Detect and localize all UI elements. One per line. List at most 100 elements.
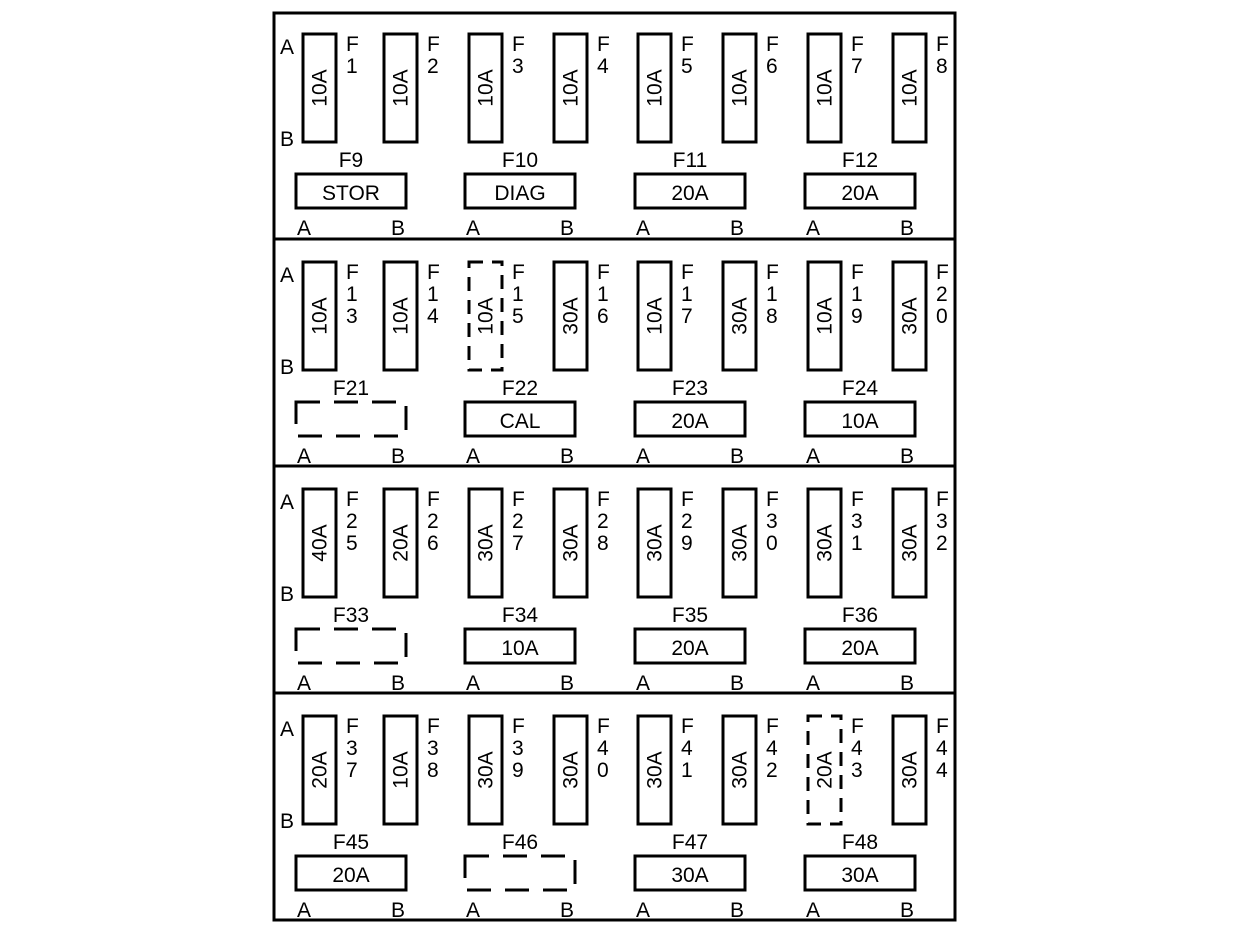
terminal-a-label: A bbox=[466, 672, 480, 695]
terminal-b-label: B bbox=[730, 899, 744, 922]
fuse-body bbox=[721, 32, 758, 144]
fuse-body bbox=[467, 487, 504, 599]
terminal-b-label: B bbox=[391, 217, 405, 240]
fuse-body bbox=[803, 172, 917, 210]
terminal-a-label: A bbox=[466, 899, 480, 922]
fuse-rating: 20A bbox=[390, 524, 413, 561]
fuse-label: F12 bbox=[842, 149, 878, 172]
fuse-rating: STOR bbox=[322, 182, 380, 205]
fuse-rating: 30A bbox=[729, 297, 752, 334]
fuse-rating: 30A bbox=[644, 751, 667, 788]
terminal-a-label: A bbox=[297, 217, 311, 240]
fuse-rating: 40A bbox=[309, 524, 332, 561]
fuse-rating: 10A bbox=[644, 297, 667, 334]
fuse-label: F34 bbox=[502, 604, 539, 627]
fuse-body bbox=[552, 32, 589, 144]
fuse-rating: 30A bbox=[671, 864, 708, 887]
fuse-body bbox=[467, 260, 504, 372]
fuse-rating: 10A bbox=[390, 69, 413, 106]
fuse-body bbox=[806, 32, 843, 144]
fuse-body bbox=[294, 627, 408, 665]
fuse-rating: 30A bbox=[560, 297, 583, 334]
fuse-body bbox=[552, 714, 589, 826]
fuse-body bbox=[803, 627, 917, 665]
fuse-rating: 30A bbox=[899, 751, 922, 788]
terminal-b-label: B bbox=[391, 672, 405, 695]
terminal-a-label: A bbox=[466, 445, 480, 468]
fuse-body bbox=[463, 854, 577, 892]
fuse-body bbox=[891, 32, 928, 144]
terminal-b-label: B bbox=[900, 217, 914, 240]
fuse-body bbox=[633, 854, 747, 892]
fuse-rating: 10A bbox=[729, 69, 752, 106]
fuse-rating: 10A bbox=[644, 69, 667, 106]
fuse-rating: 30A bbox=[729, 524, 752, 561]
fuse-rating: 20A bbox=[332, 864, 369, 887]
fuse-rating: 20A bbox=[671, 182, 708, 205]
terminal-b-label: B bbox=[730, 672, 744, 695]
fuse-rating: 10A bbox=[390, 297, 413, 334]
fuse-label: F9 bbox=[339, 149, 364, 172]
fuse-body bbox=[382, 260, 419, 372]
terminal-b-label: B bbox=[280, 810, 294, 833]
fuse-rating: 30A bbox=[814, 524, 837, 561]
